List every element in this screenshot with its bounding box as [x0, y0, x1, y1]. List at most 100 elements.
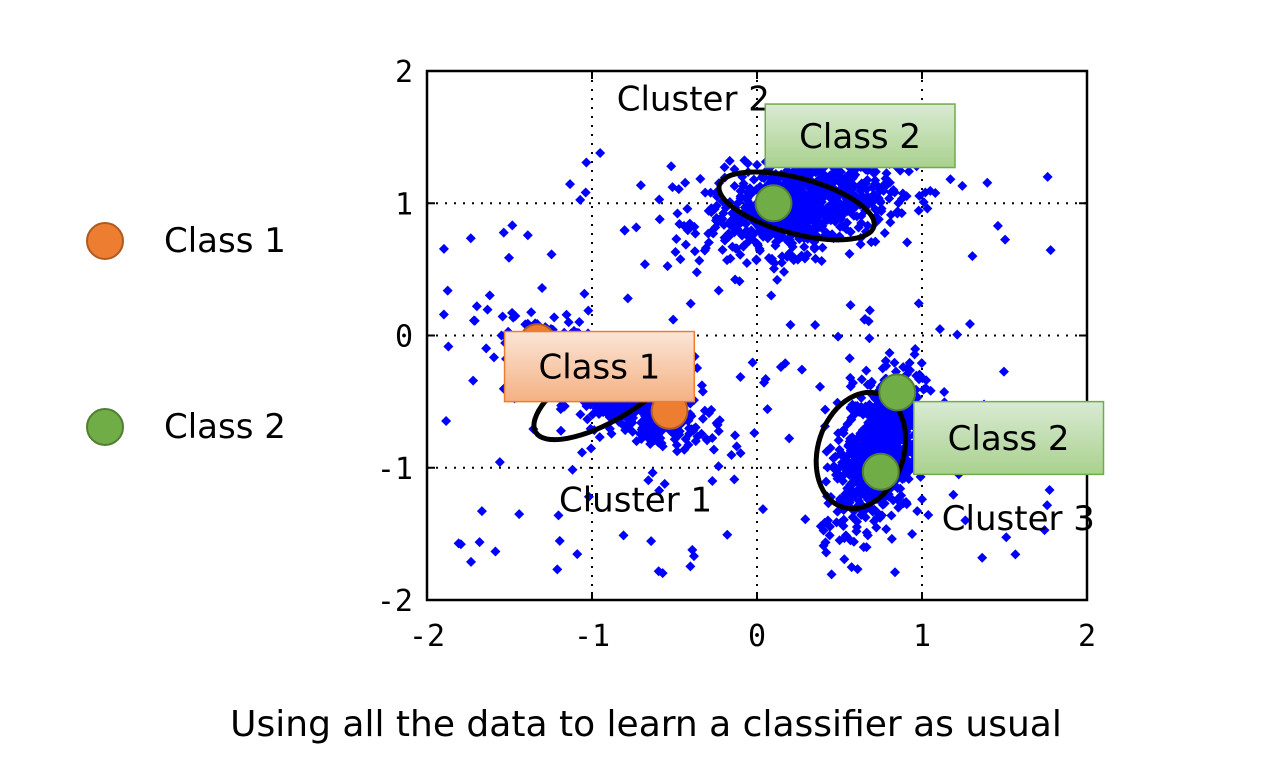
- data-point: [618, 530, 629, 541]
- data-point: [689, 246, 700, 257]
- data-point: [884, 193, 895, 204]
- data-point: [843, 484, 854, 495]
- data-point: [879, 498, 890, 509]
- data-point: [888, 431, 899, 442]
- data-point: [688, 551, 699, 562]
- data-point: [672, 446, 683, 457]
- legend-label-class-1: Class 1: [164, 221, 286, 261]
- data-point: [771, 236, 782, 247]
- class-2-point: [861, 452, 900, 491]
- data-point: [717, 244, 728, 255]
- data-point: [553, 510, 564, 521]
- data-point: [772, 274, 783, 285]
- data-point: [825, 215, 836, 226]
- data-point: [503, 252, 514, 263]
- data-point: [795, 217, 806, 228]
- data-point: [874, 442, 885, 453]
- data-point: [700, 187, 711, 198]
- data-point: [546, 249, 557, 260]
- data-point: [667, 182, 678, 193]
- class-label-text: Class 2: [799, 117, 921, 157]
- data-point: [845, 535, 856, 546]
- data-point: [442, 285, 453, 296]
- data-point: [841, 466, 852, 477]
- data-point: [792, 200, 803, 211]
- class-label-box: [503, 330, 696, 403]
- data-point: [861, 365, 872, 376]
- legend-dot-class-1: [86, 222, 124, 260]
- data-point: [752, 240, 763, 251]
- data-point: [559, 401, 570, 412]
- data-point: [896, 490, 907, 501]
- data-point: [1042, 171, 1053, 182]
- data-point: [964, 318, 975, 329]
- data-point: [766, 290, 777, 301]
- data-point: [762, 404, 773, 415]
- data-point: [851, 526, 862, 537]
- data-point: [835, 449, 846, 460]
- data-point: [879, 228, 890, 239]
- data-point: [850, 169, 861, 180]
- data-point: [802, 216, 813, 227]
- data-point: [826, 569, 837, 580]
- data-point: [875, 185, 886, 196]
- data-point: [726, 449, 737, 460]
- data-point: [829, 169, 840, 180]
- data-point: [866, 237, 877, 248]
- data-point: [817, 242, 828, 253]
- data-point: [883, 441, 894, 452]
- data-point: [727, 241, 738, 252]
- data-point: [832, 506, 843, 517]
- data-point: [896, 193, 907, 204]
- data-point: [654, 485, 665, 496]
- data-point: [760, 374, 771, 385]
- data-point: [920, 383, 931, 394]
- data-point: [666, 161, 677, 172]
- data-point: [871, 506, 882, 517]
- data-point: [681, 222, 692, 233]
- data-point: [809, 242, 820, 253]
- data-point: [741, 257, 752, 268]
- data-point: [685, 298, 696, 309]
- data-point: [875, 195, 886, 206]
- data-point: [653, 437, 664, 448]
- data-point: [465, 233, 476, 244]
- data-point: [829, 463, 840, 474]
- data-point: [565, 179, 576, 190]
- data-point: [814, 381, 825, 392]
- data-point: [784, 433, 795, 444]
- data-point: [845, 182, 856, 193]
- data-point: [838, 514, 849, 525]
- y-tick-label: 2: [395, 55, 413, 90]
- data-point: [864, 333, 875, 344]
- data-point: [713, 426, 724, 437]
- data-point: [890, 447, 901, 458]
- data-point: [821, 476, 832, 487]
- data-point: [800, 514, 811, 525]
- data-point: [902, 464, 913, 475]
- cluster-ellipse: [716, 169, 877, 243]
- data-point: [839, 554, 850, 565]
- data-point: [757, 504, 768, 515]
- data-point: [654, 214, 665, 225]
- data-point: [484, 290, 495, 301]
- data-point: [909, 349, 920, 360]
- data-point: [885, 217, 896, 228]
- data-point: [711, 200, 722, 211]
- data-point: [488, 352, 499, 363]
- data-point: [868, 167, 879, 178]
- data-point: [696, 380, 707, 391]
- data-point: [870, 175, 881, 186]
- data-point: [719, 162, 730, 173]
- data-point: [576, 447, 587, 458]
- data-point: [674, 218, 685, 229]
- data-point: [706, 207, 717, 218]
- data-point: [769, 258, 780, 269]
- data-point: [952, 329, 963, 340]
- data-point: [885, 209, 896, 220]
- data-point: [799, 241, 810, 252]
- data-point: [778, 231, 789, 242]
- data-point: [620, 425, 631, 436]
- data-point: [646, 536, 657, 547]
- data-point: [572, 549, 583, 560]
